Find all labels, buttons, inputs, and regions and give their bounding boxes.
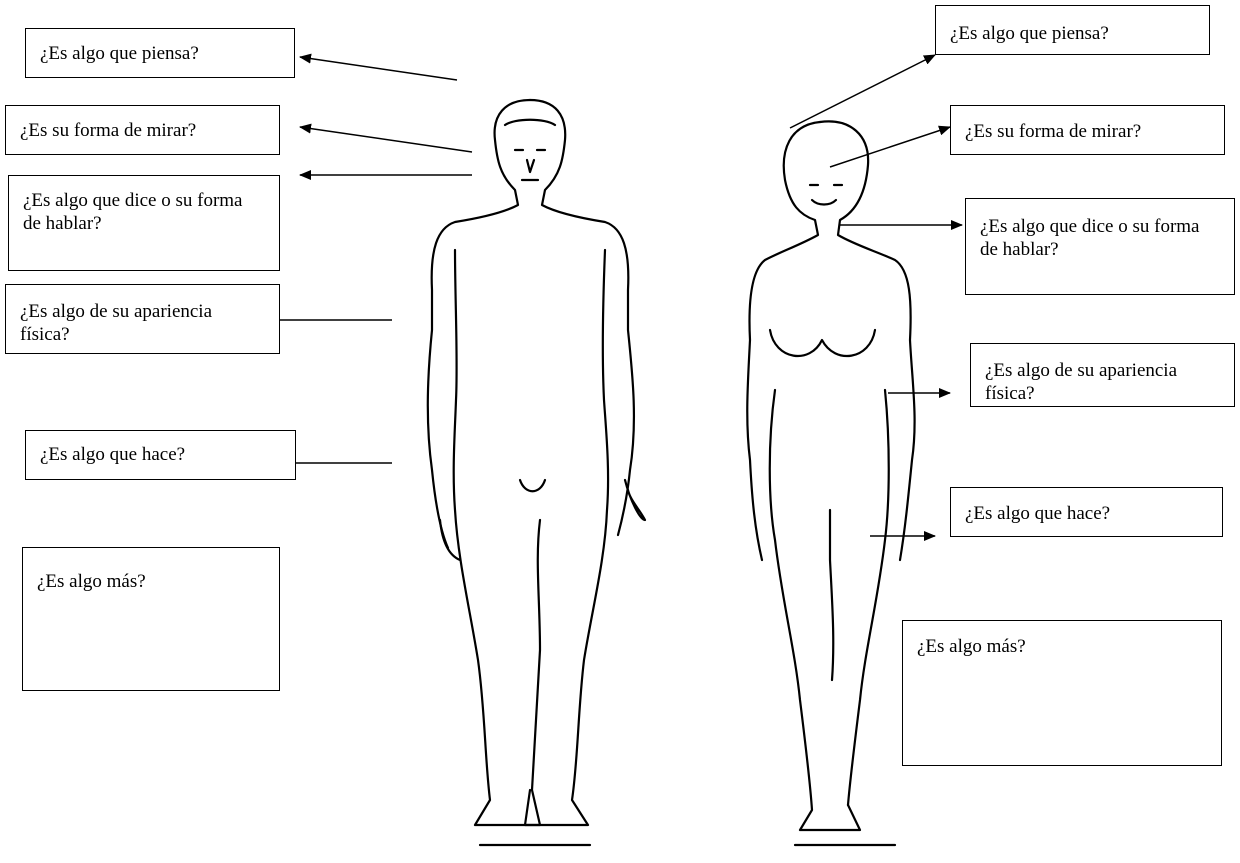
female-appearance-label: ¿Es algo de su apariencia física? [971,359,1234,405]
male-speech-box[interactable]: ¿Es algo que dice o su forma de hablar? [8,175,280,271]
female-other-label: ¿Es algo más? [903,635,1221,658]
male-other-label: ¿Es algo más? [23,570,279,593]
arrow-male-look [300,127,472,152]
female-speech-label: ¿Es algo que dice o su forma de hablar? [966,215,1234,261]
male-look-label: ¿Es su forma de mirar? [6,119,279,142]
arrow-female-look [830,127,950,167]
male-thinks-label: ¿Es algo que piensa? [26,42,294,65]
female-look-label: ¿Es su forma de mirar? [951,120,1224,143]
male-thinks-box[interactable]: ¿Es algo que piensa? [25,28,295,78]
female-thinks-box[interactable]: ¿Es algo que piensa? [935,5,1210,55]
arrow-female-thinks [790,55,935,128]
female-does-box[interactable]: ¿Es algo que hace? [950,487,1223,537]
male-appearance-label: ¿Es algo de su apariencia física? [6,300,279,346]
male-speech-label: ¿Es algo que dice o su forma de hablar? [9,189,279,235]
female-appearance-box[interactable]: ¿Es algo de su apariencia física? [970,343,1235,407]
male-does-box[interactable]: ¿Es algo que hace? [25,430,296,480]
female-speech-box[interactable]: ¿Es algo que dice o su forma de hablar? [965,198,1235,295]
female-other-box[interactable]: ¿Es algo más? [902,620,1222,766]
male-does-label: ¿Es algo que hace? [26,443,295,466]
female-thinks-label: ¿Es algo que piensa? [936,22,1209,45]
male-appearance-box[interactable]: ¿Es algo de su apariencia física? [5,284,280,354]
female-does-label: ¿Es algo que hace? [951,502,1222,525]
male-look-box[interactable]: ¿Es su forma de mirar? [5,105,280,155]
male-other-box[interactable]: ¿Es algo más? [22,547,280,691]
arrow-male-thinks [300,57,457,80]
female-look-box[interactable]: ¿Es su forma de mirar? [950,105,1225,155]
